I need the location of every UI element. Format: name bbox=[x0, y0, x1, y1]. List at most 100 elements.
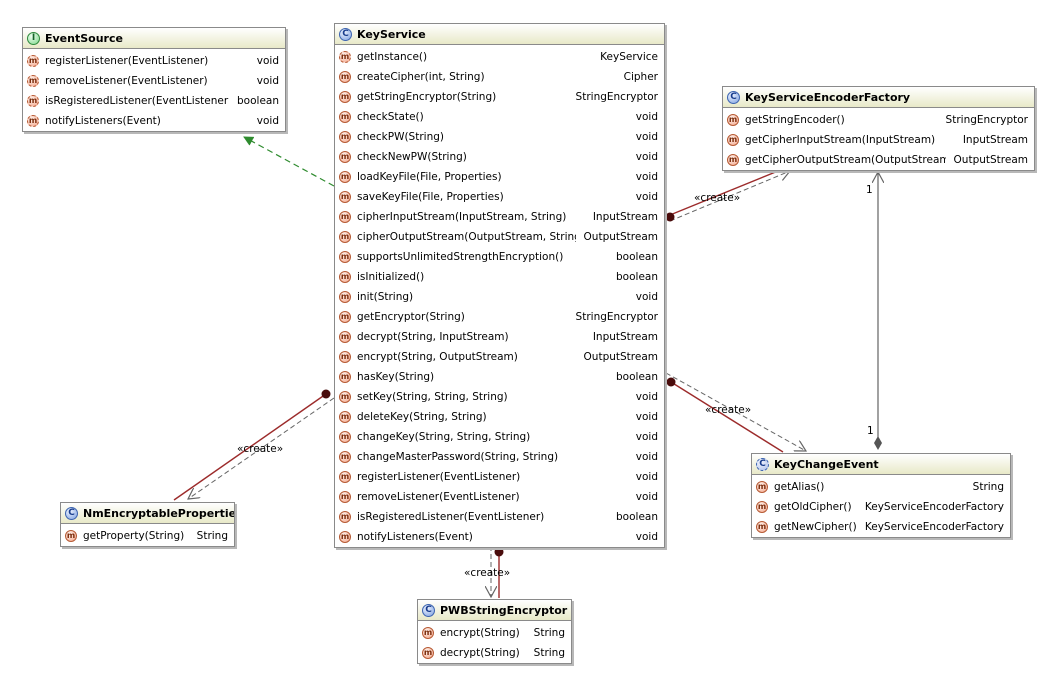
method-return-type: void bbox=[635, 391, 658, 403]
method-return-type: InputStream bbox=[592, 331, 658, 343]
method-signature: createCipher(int, String) bbox=[357, 71, 485, 83]
interface-icon: I bbox=[27, 31, 40, 45]
method-signature: checkPW(String) bbox=[357, 131, 444, 143]
method-return-type: void bbox=[635, 151, 658, 163]
aggregation-diamond bbox=[874, 436, 882, 450]
method-signature: isRegisteredListener(EventListener) bbox=[45, 95, 230, 107]
method-signature: cipherOutputStream(OutputStream, String) bbox=[357, 231, 576, 243]
method-signature: getAlias() bbox=[774, 481, 825, 493]
method-icon: m bbox=[339, 431, 351, 443]
method-icon: m bbox=[339, 71, 351, 83]
method-signature: isRegisteredListener(EventListener) bbox=[357, 511, 545, 523]
method-return-type: String bbox=[972, 481, 1004, 493]
class-icon: C bbox=[422, 603, 435, 617]
method-return-type: void bbox=[635, 471, 658, 483]
method-icon: m bbox=[339, 371, 351, 383]
class-icon: C bbox=[65, 506, 78, 520]
method-return-type: StringEncryptor bbox=[575, 311, 658, 323]
method-signature: checkState() bbox=[357, 111, 424, 123]
method-signature: setKey(String, String, String) bbox=[357, 391, 508, 403]
method-return-type: void bbox=[635, 131, 658, 143]
method-icon: m bbox=[727, 134, 739, 146]
method-return-type: void bbox=[256, 55, 279, 67]
class-name: KeyChangeEvent bbox=[774, 457, 879, 471]
method-icon: m bbox=[339, 351, 351, 363]
method-icon: m bbox=[339, 531, 351, 543]
method-signature: supportsUnlimitedStrengthEncryption() bbox=[357, 251, 564, 263]
method-icon: m bbox=[65, 530, 77, 542]
create-event-solid-edge bbox=[670, 381, 784, 453]
method-return-type: void bbox=[635, 451, 658, 463]
class-header[interactable]: I EventSource bbox=[23, 28, 285, 49]
method-return-type: KeyServiceEncoderFactory bbox=[864, 521, 1004, 533]
class-name: EventSource bbox=[45, 31, 123, 45]
class-header[interactable]: C KeyChangeEvent bbox=[752, 454, 1010, 475]
method-signature: deleteKey(String, String) bbox=[357, 411, 487, 423]
method-signature: encrypt(String, OutputStream) bbox=[357, 351, 518, 363]
method-return-type: boolean bbox=[616, 511, 658, 523]
method-signature: hasKey(String) bbox=[357, 371, 435, 383]
method-icon: m bbox=[339, 151, 351, 163]
method-icon: m bbox=[339, 211, 351, 223]
method-return-type: KeyServiceEncoderFactory bbox=[864, 501, 1004, 513]
method-return-type: InputStream bbox=[592, 211, 658, 223]
method-row[interactable]: m cipherInputStream(InputStream, String) I… bbox=[335, 207, 664, 227]
abstract-icon: C bbox=[756, 457, 769, 471]
method-return-type: void bbox=[635, 431, 658, 443]
method-icon: m bbox=[339, 411, 351, 423]
method-signature: cipherInputStream(InputStream, String) bbox=[357, 211, 567, 223]
method-return-type: StringEncryptor bbox=[575, 91, 658, 103]
method-signature: init(String) bbox=[357, 291, 414, 303]
